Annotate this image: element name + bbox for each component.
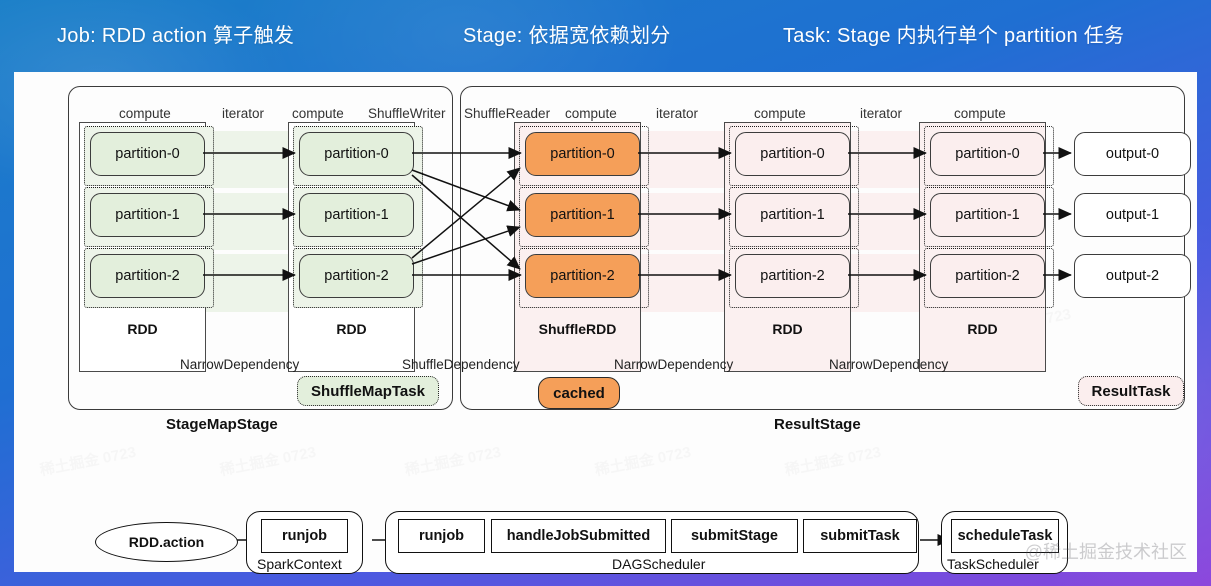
column-label-iterator-3: iterator	[860, 106, 903, 121]
flow-cell-handle-job-submitted[interactable]: handleJobSubmitted	[491, 519, 666, 553]
flow-cell-schedule-task[interactable]: scheduleTask	[951, 519, 1059, 553]
partition-box[interactable]: partition-2	[299, 254, 414, 298]
column-label-compute-4: compute	[754, 106, 806, 121]
flow-trigger-rdd-action[interactable]: RDD.action	[95, 522, 238, 562]
partition-box[interactable]: partition-0	[90, 132, 205, 176]
flow-band-pink	[639, 131, 739, 188]
partition-box[interactable]: partition-1	[525, 193, 640, 237]
header-label-stage: Stage: 依据宽依赖划分	[463, 25, 671, 47]
rdd-name-1: RDD	[127, 321, 158, 337]
column-label-compute-5: compute	[954, 106, 1006, 121]
flow-band-green	[204, 193, 302, 250]
badge-cached[interactable]: cached	[538, 377, 620, 409]
flow-group-label-dag-scheduler: DAGScheduler	[612, 556, 706, 572]
flow-cell-runjob[interactable]: runjob	[261, 519, 348, 553]
flow-band-green	[204, 131, 302, 188]
partition-box[interactable]: partition-1	[735, 193, 850, 237]
partition-box[interactable]: partition-2	[525, 254, 640, 298]
header-label-job: Job: RDD action 算子触发	[57, 25, 295, 47]
header-label-task: Task: Stage 内执行单个 partition 任务	[783, 25, 1125, 47]
flow-cell-submit-task[interactable]: submitTask	[803, 519, 917, 553]
partition-box[interactable]: partition-2	[90, 254, 205, 298]
output-box[interactable]: output-1	[1074, 193, 1191, 237]
partition-box[interactable]: partition-0	[735, 132, 850, 176]
watermark-tile: 稀土掘金 0723	[593, 443, 693, 480]
watermark-brand: @稀土掘金技术社区	[1024, 542, 1187, 562]
flow-group-label-task-scheduler: TaskScheduler	[947, 556, 1039, 572]
flow-band-pink	[639, 254, 739, 312]
badge-shuffle-map-task[interactable]: ShuffleMapTask	[297, 376, 439, 406]
column-label-iterator-1: iterator	[222, 106, 265, 121]
watermark-tile: 稀土掘金 0723	[403, 443, 503, 480]
dependency-label-shuffle: ShuffleDependency	[402, 357, 520, 372]
partition-box[interactable]: partition-0	[525, 132, 640, 176]
column-label-compute-2: compute	[292, 106, 344, 121]
partition-box[interactable]: partition-0	[299, 132, 414, 176]
watermark-tile: 稀土掘金 0723	[38, 443, 138, 480]
rdd-name-4: RDD	[772, 321, 803, 337]
partition-box[interactable]: partition-2	[930, 254, 1045, 298]
flow-cell-submit-stage[interactable]: submitStage	[671, 519, 798, 553]
flow-cell-runjob-dag[interactable]: runjob	[398, 519, 485, 553]
partition-box[interactable]: partition-2	[735, 254, 850, 298]
dependency-label-narrow-1: NarrowDependency	[180, 357, 300, 372]
dependency-label-narrow-2: NarrowDependency	[614, 357, 734, 372]
column-label-compute-3: compute	[565, 106, 617, 121]
rdd-name-2: RDD	[336, 321, 367, 337]
column-label-shuffle-writer: ShuffleWriter	[368, 106, 446, 121]
flow-band-green	[204, 254, 302, 312]
partition-box[interactable]: partition-1	[930, 193, 1045, 237]
badge-result-task[interactable]: ResultTask	[1078, 376, 1184, 406]
rdd-name-shuffle: ShuffleRDD	[538, 321, 617, 337]
dependency-label-narrow-3: NarrowDependency	[829, 357, 949, 372]
stage-caption-result-stage: ResultStage	[774, 416, 861, 433]
header-bar: Job: RDD action 算子触发 Stage: 依据宽依赖划分 Task…	[0, 0, 1211, 72]
partition-box[interactable]: partition-1	[299, 193, 414, 237]
output-box[interactable]: output-0	[1074, 132, 1191, 176]
output-box[interactable]: output-2	[1074, 254, 1191, 298]
partition-box[interactable]: partition-1	[90, 193, 205, 237]
partition-box[interactable]: partition-0	[930, 132, 1045, 176]
watermark-tile: 稀土掘金 0723	[783, 443, 883, 480]
column-label-iterator-2: iterator	[656, 106, 699, 121]
flow-band-pink	[639, 193, 739, 250]
stage-caption-shuffle-map-stage: StageMapStage	[166, 416, 278, 433]
rdd-name-5: RDD	[967, 321, 998, 337]
diagram-canvas: 稀土掘金 0723 稀土掘金 0723 稀土掘金 0723 稀土掘金 0723 …	[14, 72, 1197, 574]
column-label-shuffle-reader: ShuffleReader	[464, 106, 551, 121]
column-label-compute-1: compute	[119, 106, 171, 121]
flow-group-label-spark-context: SparkContext	[257, 556, 342, 572]
watermark-tile: 稀土掘金 0723	[218, 443, 318, 480]
